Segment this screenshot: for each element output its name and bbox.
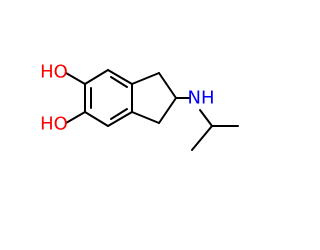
hydroxyl-top-label: HO xyxy=(40,62,68,83)
molecule-structure: HO HO NH xyxy=(40,62,239,151)
bond-aromatic-inner-bottom xyxy=(110,108,128,120)
hydroxyl-bottom-label: HO xyxy=(40,114,68,135)
bond-ring-top-right xyxy=(107,69,133,85)
bond-ring-top-left xyxy=(84,69,109,85)
bond-five-ring-bottom xyxy=(131,111,160,124)
bond-five-ring-top-right xyxy=(158,72,177,99)
bond-c-o-top xyxy=(65,72,86,85)
bond-isopropyl-left xyxy=(191,125,213,151)
bond-ring-bottom-right xyxy=(107,111,133,127)
bond-c-o-bottom xyxy=(65,111,86,124)
bond-ring-bottom-left xyxy=(84,111,109,127)
bond-five-ring-bottom-right xyxy=(158,97,177,124)
bond-aromatic-inner-top xyxy=(110,76,128,88)
amine-label: NH xyxy=(188,88,215,109)
bond-n-c xyxy=(199,109,213,127)
bond-five-ring-top xyxy=(131,72,160,85)
